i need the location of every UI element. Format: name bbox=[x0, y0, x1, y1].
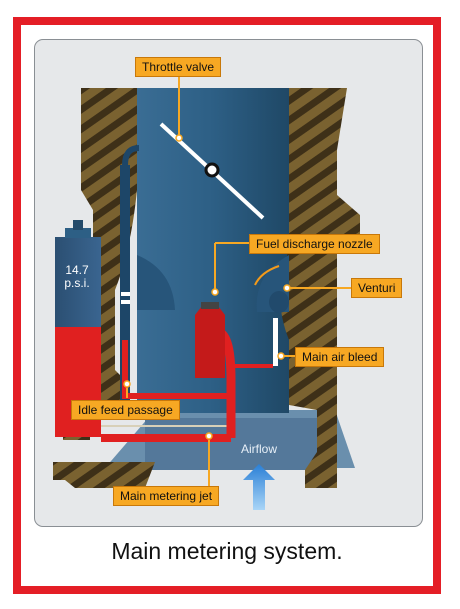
label-fuel-discharge-nozzle: Fuel discharge nozzle bbox=[249, 234, 380, 254]
carburetor-diagram bbox=[53, 76, 360, 510]
figure-caption: Main metering system. bbox=[111, 538, 343, 564]
discharge-nozzle bbox=[195, 302, 225, 378]
airflow-arrow bbox=[243, 464, 275, 510]
airflow-label: Airflow bbox=[241, 442, 278, 456]
nozzle-tip bbox=[201, 302, 219, 309]
pressure-readout: 14.7 p.s.i. bbox=[59, 264, 95, 290]
diagram-panel: 14.7 p.s.i. Airflow Throttle valve Fuel … bbox=[34, 39, 423, 527]
label-main-metering-jet: Main metering jet bbox=[113, 486, 220, 506]
label-throttle-valve: Throttle valve bbox=[135, 57, 222, 77]
idle-bend bbox=[122, 145, 140, 166]
label-idle-feed-passage: Idle feed passage bbox=[71, 400, 180, 420]
venturi-left bbox=[137, 255, 175, 310]
label-main-air-bleed: Main air bleed bbox=[295, 347, 385, 367]
venturi-opening bbox=[269, 291, 289, 313]
idle-feed-fuel bbox=[122, 340, 231, 399]
throttle-shaft bbox=[204, 162, 220, 178]
air-bleed-white bbox=[273, 318, 278, 366]
bleed-dot bbox=[277, 352, 285, 360]
pressure-value: 14.7 bbox=[65, 263, 89, 277]
air-port-2 bbox=[121, 300, 130, 304]
label-venturi: Venturi bbox=[351, 278, 403, 298]
leader-lines bbox=[126, 76, 351, 486]
throttle-dot bbox=[175, 134, 183, 142]
float-bowl bbox=[55, 237, 101, 327]
bottom-flange bbox=[53, 462, 155, 488]
bottom-flange-right bbox=[305, 452, 337, 488]
bowl-vent bbox=[65, 228, 91, 238]
idle-dot bbox=[123, 380, 131, 388]
venturi-edge bbox=[254, 265, 280, 286]
body-right-wall bbox=[280, 88, 360, 468]
figure-frame: 14.7 p.s.i. Airflow Throttle valve Fuel … bbox=[13, 17, 441, 594]
jet-dot bbox=[205, 432, 213, 440]
air-port-1 bbox=[121, 292, 130, 296]
nozzle-dot bbox=[211, 288, 219, 296]
figure-inner: 14.7 p.s.i. Airflow Throttle valve Fuel … bbox=[21, 25, 433, 586]
pressure-unit: p.s.i. bbox=[64, 276, 90, 290]
bowl-fuel bbox=[55, 327, 101, 437]
bowl-vent-cap bbox=[73, 220, 83, 230]
venturi-dot bbox=[283, 284, 291, 292]
